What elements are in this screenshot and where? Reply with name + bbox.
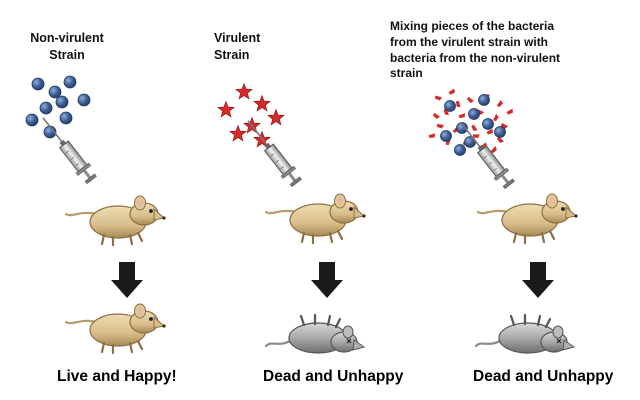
virulent-star-icon [267,108,285,126]
nonvirulent-strain-label: Non-virulent Strain [12,30,122,63]
bacterium-icon [77,93,91,107]
bacterial-fragment-icon [496,99,503,108]
bacterial-fragment-icon [455,100,461,108]
outcome-caption-dead-mixed: Dead and Unhappy [473,368,614,385]
bacterial-fragment-icon [436,123,444,129]
bacterial-fragment-icon [432,112,441,119]
bacterial-fragment-icon [500,123,509,129]
live-mouse-icon [64,194,167,247]
bacterium-icon [39,101,53,115]
bacterium-icon [478,94,490,106]
bacterial-fragment-icon [458,113,465,119]
panel-mixed [428,88,579,355]
bacterium-icon [468,108,480,120]
down-arrow-icon [522,262,554,298]
bacterial-fragment-icon [448,88,455,95]
bacterial-fragment-icon [472,134,480,139]
virulent-strain-label: Virulent Strain [214,30,294,63]
bacterial-fragment-icon [471,124,478,131]
bacterium-icon [63,75,77,89]
nonvirulent-bacteria-cluster [25,75,91,139]
virulent-star-icon [217,100,235,118]
bacterial-fragment-icon [486,128,493,135]
dead-mouse-icon [264,313,366,355]
mixed-bacteria-cluster [428,88,513,156]
panel-nonvirulent [25,75,167,355]
bacterium-icon [444,100,456,112]
outcome-caption-dead: Dead and Unhappy [263,368,404,385]
virulent-star-icon [235,82,253,100]
bacterial-fragment-icon [443,108,450,115]
bacterium-icon [59,111,73,125]
label-line: Virulent [214,31,261,45]
bacterial-fragment-icon [434,95,443,101]
bacterial-fragment-icon [493,113,499,122]
bacterium-icon [440,130,452,142]
bacterium-icon [454,144,466,156]
bacterial-fragment-icon [428,133,436,139]
mixed-strain-label: Mixing pieces of the bacteria from the v… [390,19,640,82]
label-line: Strain [49,47,85,62]
bacterium-icon [456,122,468,134]
down-arrow-icon [111,262,143,298]
virulent-star-icon [253,94,271,112]
label-line: Non-virulent [30,31,104,45]
bacterial-fragment-icon [466,96,474,103]
live-mouse-icon [476,192,579,245]
bacterium-icon [31,77,45,91]
bacterium-icon [48,85,62,99]
live-mouse-icon [64,302,167,355]
dead-mouse-icon [474,313,576,355]
outcome-caption-live: Live and Happy! [57,368,177,385]
bacterium-icon [55,95,69,109]
label-line: from the virulent strain with [390,34,549,49]
virulent-bacteria-cluster [217,82,285,148]
virulent-star-icon [229,124,247,142]
label-line: strain [390,66,423,81]
label-line: Mixing pieces of the bacteria [390,19,555,33]
bacterium-icon [482,118,494,130]
bacterium-icon [25,113,39,127]
bacterial-fragment-icon [490,146,497,154]
bacterial-fragment-icon [496,136,504,143]
panel-virulent [217,82,367,355]
bacterium-icon [494,126,506,138]
bacterial-fragment-icon [506,108,513,115]
live-mouse-icon [264,192,367,245]
down-arrow-icon [311,262,343,298]
label-line: Strain [214,47,250,62]
label-line: bacteria from the non-virulent [390,50,561,65]
